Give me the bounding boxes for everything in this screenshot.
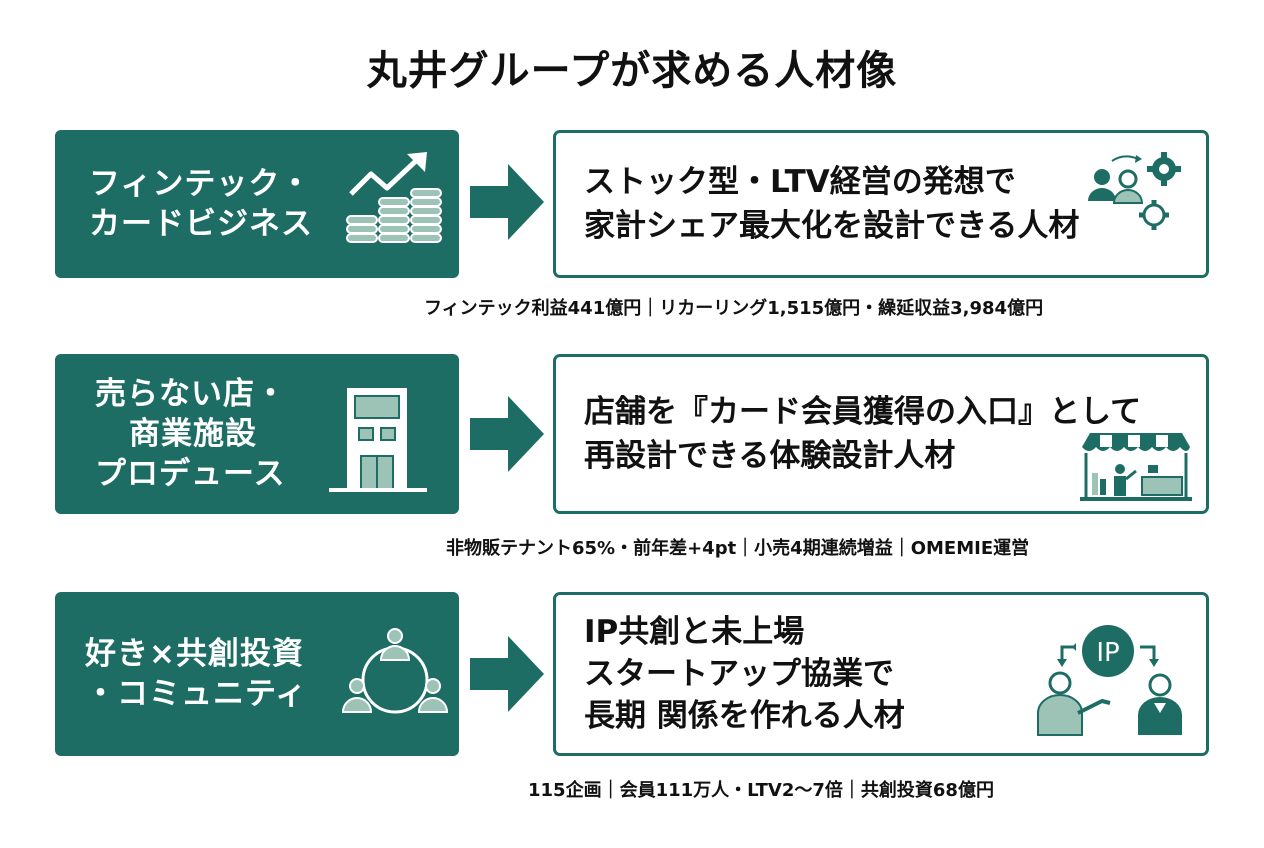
talent-description-line: ストック型・LTV経営の発想で [584, 163, 1016, 200]
talent-description-line: 家計シェア最大化を設計できる人材 [584, 208, 1080, 244]
arrow-right-icon [470, 636, 544, 712]
arrow-right-icon [470, 164, 544, 240]
ip-circle-label: IP [1096, 638, 1119, 668]
talent-box-store: 店舗を『カード会員獲得の入口』として 再設計できる体験設計人材 [553, 354, 1209, 514]
category-label-line: プロデュース [95, 456, 286, 493]
storefront-icon [1080, 433, 1192, 501]
category-label-line: 売らない店・ [95, 375, 287, 412]
talent-description-line: 店舗を『カード会員獲得の入口』として [584, 393, 1142, 430]
category-label: フィンテック・ カードビジネス [89, 130, 313, 278]
metrics-caption: フィンテック利益441億円｜リカーリング1,515億円・繰延収益3,984億円 [424, 298, 1044, 319]
category-box-community: 好き×共創投資 ・コミュニティ [55, 592, 459, 756]
community-network-icon [341, 628, 449, 714]
talent-description: IP共創と未上場 スタートアップ協業で 長期 関係を作れる人材 [584, 595, 905, 753]
ip-collaboration-icon: IP [1037, 625, 1182, 736]
category-box-store: 売らない店・ 商業施設 プロデュース [55, 354, 459, 514]
talent-box-fintech: ストック型・LTV経営の発想で 家計シェア最大化を設計できる人材 [553, 130, 1209, 278]
people-gears-icon [1088, 152, 1181, 230]
category-label-line: ・コミュニティ [85, 676, 308, 712]
growth-chart-coins-icon [346, 152, 442, 243]
category-label: 売らない店・ 商業施設 プロデュース [95, 354, 287, 514]
category-box-fintech: フィンテック・ カードビジネス [55, 130, 459, 278]
talent-description: 店舗を『カード会員獲得の入口』として 再設計できる体験設計人材 [584, 357, 1141, 511]
talent-box-community: IP共創と未上場 スタートアップ協業で 長期 関係を作れる人材 IP [553, 592, 1209, 756]
arrow-right-icon [470, 396, 544, 472]
metrics-caption: 非物販テナント65%・前年差+4pt｜小売4期連続増益｜OMEMIE運営 [446, 538, 1030, 559]
talent-description-line: IP共創と未上場 [584, 613, 805, 650]
metrics-caption: 115企画｜会員111万人・LTV2〜7倍｜共創投資68億円 [528, 780, 994, 801]
talent-description-line: 再設計できる体験設計人材 [584, 438, 956, 474]
category-label-line: 商業施設 [129, 415, 257, 452]
category-label: 好き×共創投資 ・コミュニティ [85, 592, 307, 756]
talent-description: ストック型・LTV経営の発想で 家計シェア最大化を設計できる人材 [584, 133, 1079, 275]
category-label-line: 好き×共創投資 [85, 635, 304, 672]
talent-description-line: 長期 関係を作れる人材 [584, 698, 905, 735]
category-label-line: フィンテック・ [89, 165, 312, 202]
page-title: 丸井グループが求める人材像 [366, 48, 898, 94]
talent-description-line: スタートアップ協業で [584, 655, 894, 692]
category-label-line: カードビジネス [89, 206, 313, 242]
building-icon [329, 388, 427, 492]
